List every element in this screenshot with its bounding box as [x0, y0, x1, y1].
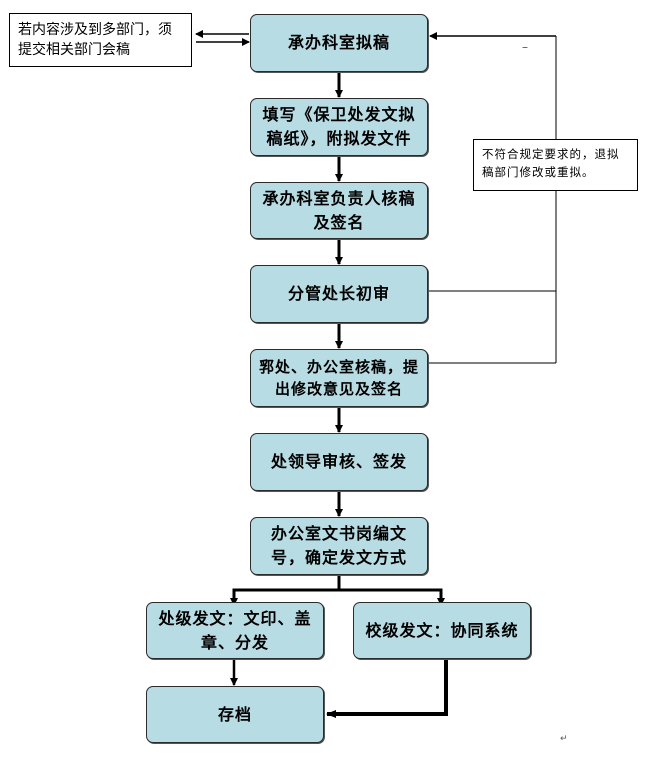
box-dept-issue-label: 处级发文：文印、盖章、分发 [158, 608, 312, 652]
box-director-review-label: 分管处长初审 [287, 284, 390, 303]
split-connector-right [339, 588, 445, 606]
box-numbering-label: 办公室文书岗编文号，确定发文方式 [270, 524, 407, 567]
note-return-rule: 不符合规定要求的，退拟稿部门修改或重拟。 [473, 139, 638, 191]
return-mark-icon: ↵ [560, 734, 568, 744]
box-fill-form: 填写《保卫处发文拟稿纸》，附拟发文件 [250, 98, 428, 156]
box-director-review: 分管处长初审 [250, 265, 428, 323]
box-section-head: 承办科室负责人核稿及签名 [250, 182, 428, 239]
box-archive: 存档 [146, 686, 324, 743]
box-leader-approve-label: 处领导审核、签发 [270, 452, 407, 471]
box-numbering: 办公室文书岗编文号，确定发文方式 [250, 517, 428, 575]
note-cross-department-text: 若内容涉及到多部门，须提交相关部门会稿 [18, 22, 172, 58]
box-fill-form-label: 填写《保卫处发文拟稿纸》，附拟发文件 [262, 105, 416, 148]
note-cross-department: 若内容涉及到多部门，须提交相关部门会稿 [9, 13, 192, 67]
box-dept-issue: 处级发文：文印、盖章、分发 [146, 602, 324, 659]
box-section-head-label: 承办科室负责人核稿及签名 [262, 188, 416, 232]
box-office-review-label: 郛处、办公室核稿，提出修改意见及签名 [258, 358, 419, 398]
box-office-review: 郛处、办公室核稿，提出修改意见及签名 [250, 349, 428, 407]
dash-mark: – [522, 40, 528, 54]
box-school-issue: 校级发文：协同系统 [353, 602, 531, 659]
box-leader-approve: 处领导审核、签发 [250, 433, 428, 491]
box-draft: 承办科室拟稿 [250, 14, 428, 72]
arrow-school-to-archive [326, 659, 448, 718]
box-draft-label: 承办科室拟稿 [287, 33, 390, 52]
split-connector [230, 575, 341, 606]
box-archive-label: 存档 [217, 704, 252, 724]
note-return-rule-text: 不符合规定要求的，退拟稿部门修改或重拟。 [482, 147, 620, 179]
box-school-issue-label: 校级发文：协同系统 [365, 620, 519, 640]
